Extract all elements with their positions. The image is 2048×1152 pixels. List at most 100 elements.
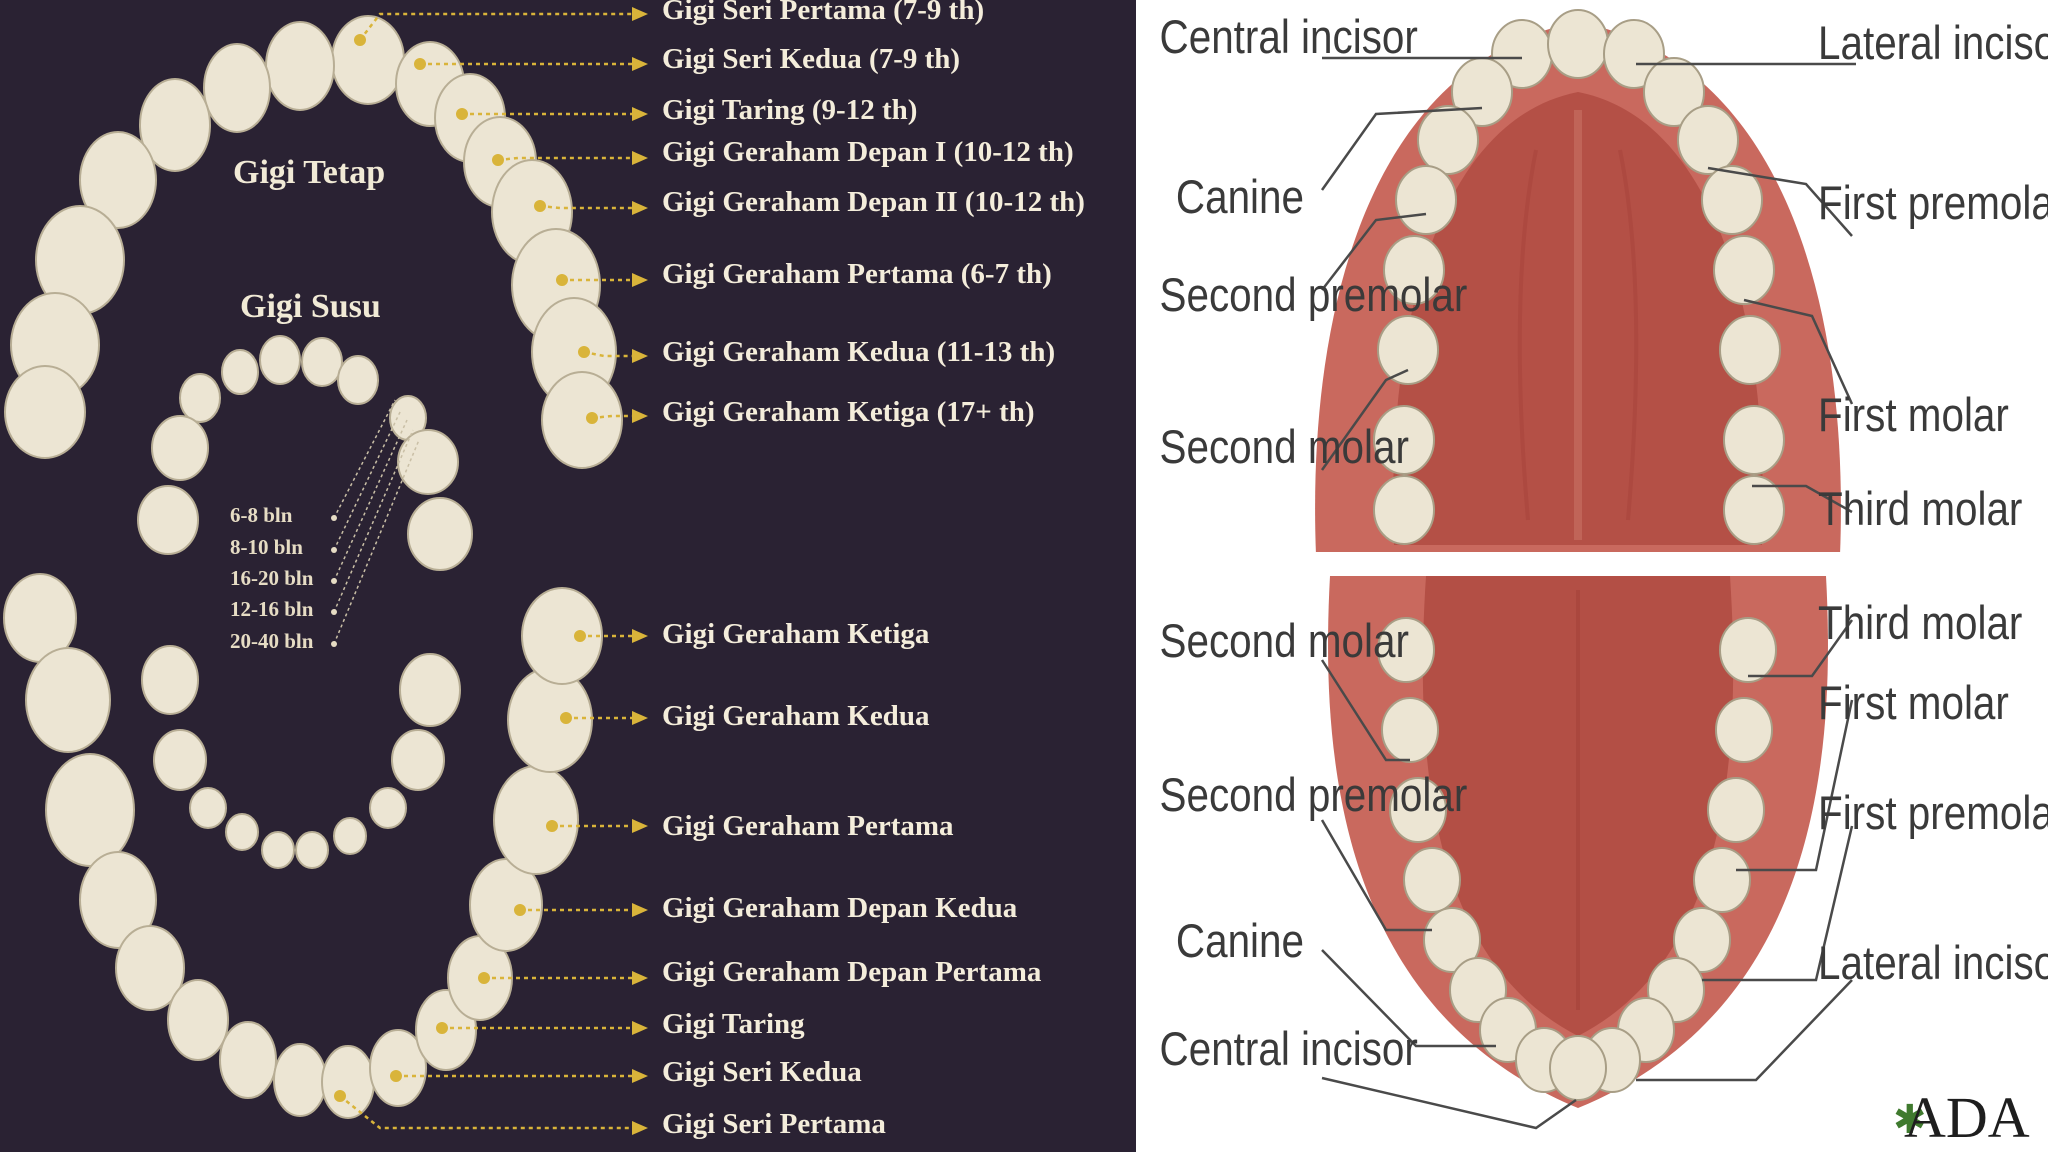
permanent-lower-tooth — [493, 765, 579, 875]
leader-dot — [586, 412, 598, 424]
primary-upper-tooth — [407, 497, 473, 571]
permanent-upper-tooth — [331, 15, 405, 105]
permanent-lower-tooth — [273, 1043, 327, 1117]
upper-label-central-incisor: Gigi Seri Pertama (7-9 th) — [662, 0, 985, 26]
leader-line — [339, 1095, 632, 1130]
leader-line — [359, 12, 632, 41]
label-lower-second-molar: Second molar — [1159, 614, 1409, 667]
primary-upper-tooth — [151, 415, 209, 481]
lower-label-second-premolar: Gigi Geraham Depan Kedua — [662, 892, 1018, 924]
permanent-upper-tooth — [139, 78, 211, 172]
leader-dot — [560, 712, 572, 724]
primary-lower-tooth — [295, 831, 329, 869]
arch-divider — [1286, 552, 1886, 576]
anatomy-leader-line — [1321, 212, 1427, 291]
primary-upper-tooth — [179, 373, 221, 423]
leader-arrow — [632, 971, 648, 985]
upper-tooth — [1643, 57, 1705, 127]
age-guide-line — [333, 399, 396, 519]
upper-tooth — [1395, 165, 1457, 235]
label-lower-third-molar: Third molar — [1818, 596, 2023, 649]
permanent-upper-tooth — [541, 371, 623, 469]
leader-dot — [556, 274, 568, 286]
age-guide-line — [333, 439, 420, 645]
primary-lower-tooth — [141, 645, 199, 715]
upper-label-first-premolar: Gigi Geraham Depan I (10-12 th) — [662, 136, 1074, 168]
label-upper-central-incisor: Central incisor — [1159, 10, 1418, 63]
upper-tooth — [1417, 105, 1479, 175]
upper-label-first-molar: Gigi Geraham Pertama (6-7 th) — [662, 258, 1052, 290]
anatomy-leader-line — [1321, 949, 1496, 1048]
primary-teeth-heading: Gigi Susu — [240, 288, 381, 325]
anatomy-leader-line — [1748, 619, 1854, 678]
primary-age-label: 20-40 bln — [230, 629, 314, 653]
lower-label-third-molar: Gigi Geraham Ketiga — [662, 618, 930, 650]
upper-label-second-molar: Gigi Geraham Kedua (11-13 th) — [662, 336, 1056, 368]
primary-upper-tooth — [301, 337, 343, 387]
permanent-upper-tooth — [79, 131, 157, 229]
upper-tooth — [1603, 19, 1665, 89]
permanent-lower-tooth — [219, 1021, 277, 1099]
leader-arrow — [632, 819, 648, 833]
anatomy-leader-line — [1320, 106, 1483, 191]
anatomy-leader-line — [1321, 1076, 1577, 1130]
leader-arrow — [632, 201, 648, 215]
upper-tooth — [1701, 165, 1763, 235]
label-upper-lateral-incisor: Lateral incisor — [1818, 16, 2048, 69]
label-lower-second-premolar: Second premolar — [1160, 768, 1468, 822]
lower-tooth — [1719, 617, 1777, 683]
primary-age-label: 6-8 bln — [230, 503, 293, 527]
leader-dot — [354, 34, 366, 46]
upper-tooth — [1723, 475, 1785, 545]
primary-upper-tooth — [137, 485, 199, 555]
primary-upper-tooth — [259, 335, 301, 385]
anatomy-leader-line — [1743, 298, 1854, 405]
leader-arrow — [632, 1069, 648, 1083]
leader-dot — [390, 1070, 402, 1082]
label-upper-third-molar: Third molar — [1818, 482, 2023, 535]
leader-dot — [534, 200, 546, 212]
permanent-lower-tooth — [115, 925, 185, 1011]
ada-leaf-icon: ✱ — [1893, 1098, 1927, 1142]
upper-tooth — [1383, 235, 1445, 305]
age-dot — [331, 609, 337, 615]
permanent-upper-tooth — [4, 365, 86, 459]
ada-watermark: ADA — [1904, 1085, 2030, 1150]
primary-lower-tooth — [399, 653, 461, 727]
age-guide-line — [333, 409, 402, 551]
anatomy-leader-line — [1702, 825, 1854, 982]
label-upper-canine: Canine — [1175, 170, 1304, 223]
permanent-lower-tooth — [79, 851, 157, 949]
lower-tooth — [1389, 777, 1447, 843]
primary-upper-tooth — [337, 355, 379, 405]
primary-age-label: 12-16 bln — [230, 597, 314, 621]
lower-label-canine: Gigi Taring — [662, 1008, 805, 1040]
leader-dot — [456, 108, 468, 120]
label-lower-first-molar: First molar — [1818, 676, 2009, 729]
label-upper-first-molar: First molar — [1818, 388, 2009, 441]
leader-arrow — [632, 903, 648, 917]
permanent-lower-tooth — [167, 979, 229, 1061]
leader-dot — [578, 346, 590, 358]
leader-line — [497, 156, 632, 162]
leader-dot — [574, 630, 586, 642]
permanent-teeth-heading: Gigi Tetap — [233, 154, 386, 191]
permanent-lower-tooth — [507, 667, 593, 773]
leader-line — [591, 414, 632, 420]
leader-dot — [414, 58, 426, 70]
primary-lower-tooth — [261, 831, 295, 869]
leader-dot — [334, 1090, 346, 1102]
leader-arrow — [632, 629, 648, 643]
upper-label-canine: Gigi Taring (9-12 th) — [662, 94, 918, 126]
lower-tooth — [1377, 617, 1435, 683]
anatomy-leader-line — [1736, 699, 1854, 872]
leader-dot — [478, 972, 490, 984]
anatomy-leader-line — [1320, 368, 1409, 471]
leader-arrow — [632, 7, 648, 21]
permanent-upper-tooth — [203, 43, 271, 133]
upper-tooth — [1723, 405, 1785, 475]
lower-label-first-molar: Gigi Geraham Pertama — [662, 810, 954, 842]
label-lower-lateral-incisor: Lateral incisor — [1818, 936, 2048, 989]
mouth-illustration — [1286, 9, 1886, 1130]
lower-label-first-premolar: Gigi Geraham Depan Pertama — [662, 956, 1042, 988]
